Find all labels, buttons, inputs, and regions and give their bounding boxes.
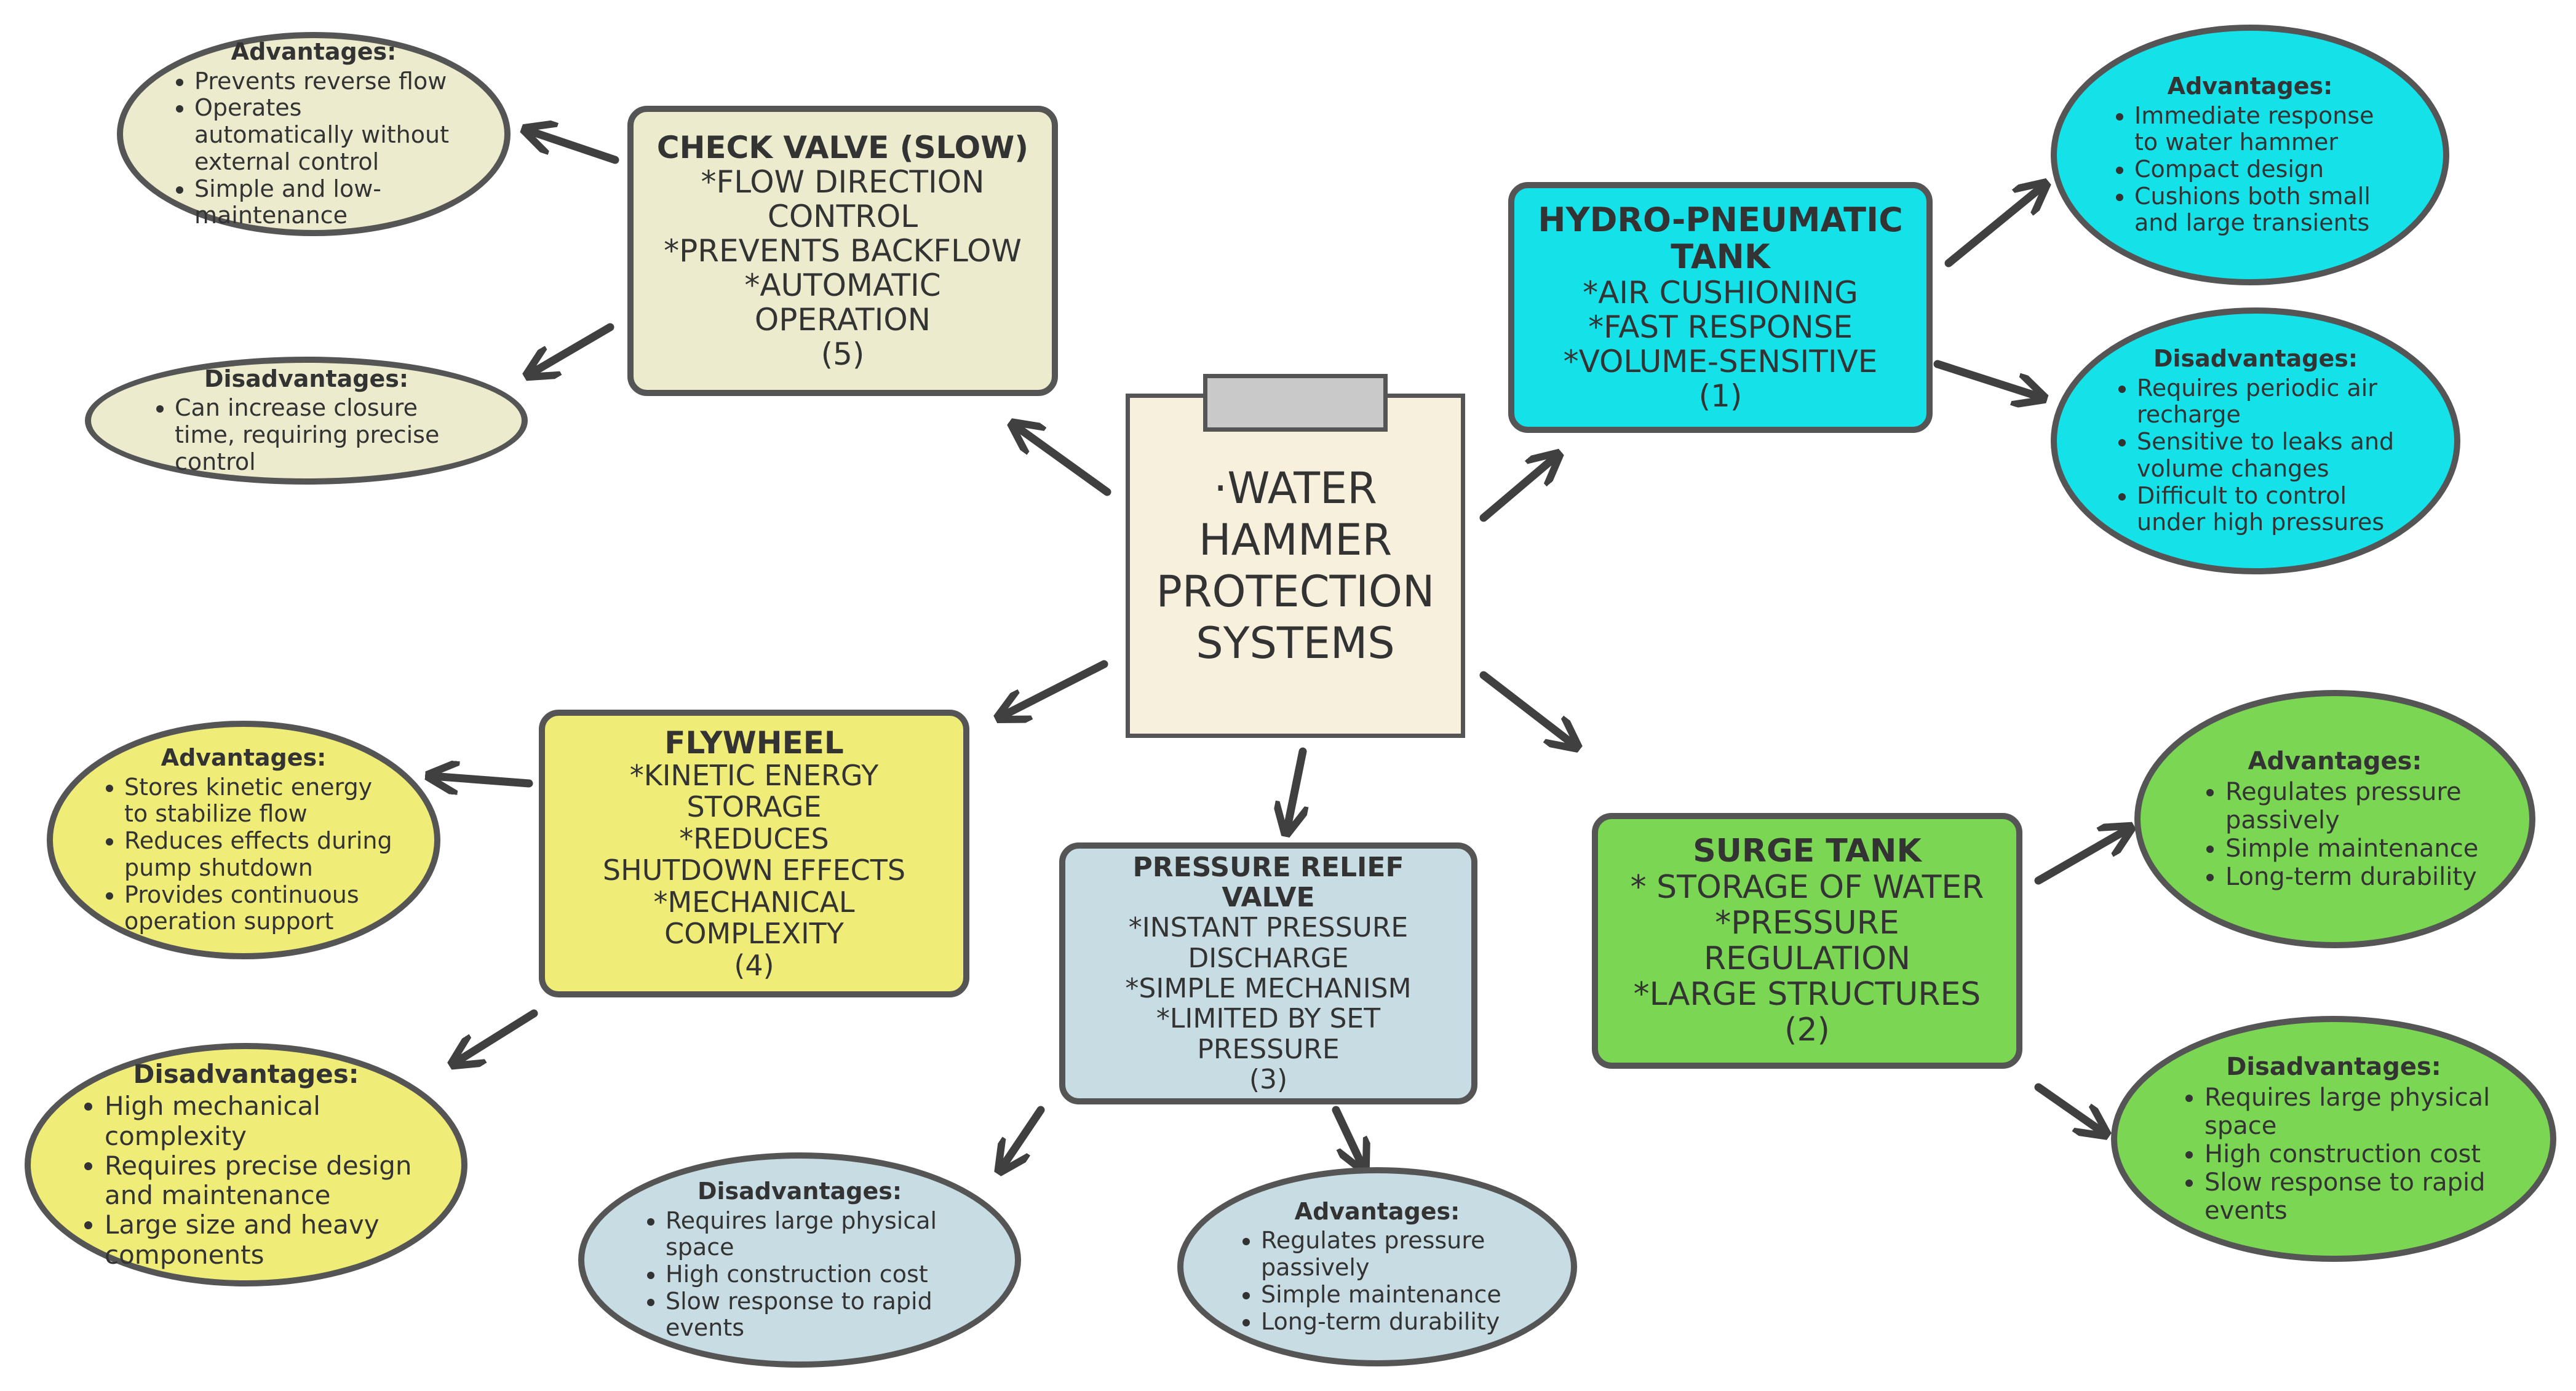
check-valve-box: CHECK VALVE (SLOW) *FLOW DIRECTION CONTR… <box>627 106 1058 396</box>
list-item: Requires precise design and maintenance <box>105 1151 422 1211</box>
list-item: High construction cost <box>666 1261 968 1288</box>
list-item: Long-term durability <box>2225 863 2479 891</box>
list-item: Cushions both small and large transients <box>2134 183 2400 237</box>
check-valve-disadvantages-oval: Disadvantages: Can increase closure time… <box>85 357 528 485</box>
arrow-pressure-relief-to-disadvantages <box>1001 1106 1045 1168</box>
list-item: Regulates pressure passively <box>2225 778 2479 834</box>
surge-tank-title: SURGE TANK <box>1693 833 1922 870</box>
list-item: Prevents reverse flow <box>194 68 467 95</box>
pressure-relief-title: PRESSURE RELIEF <box>1132 851 1404 883</box>
list-item: Requires large physical space <box>666 1207 968 1261</box>
flywheel-disadvantages-list: High mechanical complexity Requires prec… <box>70 1092 422 1270</box>
arrow-check-valve-to-disadvantages <box>530 323 614 374</box>
list-item: Slow response to rapid events <box>666 1288 968 1342</box>
hydro-pneumatic-disadvantages-oval: Disadvantages: Requires periodic air rec… <box>2051 307 2460 574</box>
hydro-pneumatic-tank-box: HYDRO-PNEUMATIC TANK *AIR CUSHIONING *FA… <box>1508 182 1933 433</box>
arrow-center-to-check-valve <box>1015 426 1111 496</box>
pressure-relief-valve-box: PRESSURE RELIEF VALVE *INSTANT PRESSURE … <box>1059 842 1477 1104</box>
list-item: Operates automatically without external … <box>194 95 467 175</box>
list-item: Requires periodic air recharge <box>2137 374 2409 429</box>
surge-tank-advantages-oval: Advantages: Regulates pressure passively… <box>2134 690 2535 948</box>
list-item: Can increase closure time, requiring pre… <box>175 394 472 475</box>
list-item: High mechanical complexity <box>105 1092 422 1151</box>
hydro-pneumatic-disadvantages-list: Requires periodic air recharge Sensitive… <box>2102 374 2409 536</box>
arrow-center-to-flywheel <box>1001 660 1108 716</box>
flywheel-box: FLYWHEEL *KINETIC ENERGY STORAGE *REDUCE… <box>539 710 969 997</box>
arrow-check-valve-to-advantages <box>528 130 619 164</box>
arrow-center-to-pressure-relief <box>1287 747 1303 830</box>
pressure-relief-advantages-oval: Advantages: Regulates pressure passively… <box>1177 1167 1577 1366</box>
list-item: Simple maintenance <box>2225 834 2479 863</box>
list-item: Provides continuous operation support <box>124 881 397 935</box>
list-item: Long-term durability <box>1261 1308 1528 1336</box>
pressure-relief-disadvantages-list: Requires large physical space High const… <box>631 1207 968 1342</box>
list-item: High construction cost <box>2204 1140 2497 1168</box>
flywheel-title: FLYWHEEL <box>664 724 844 761</box>
flywheel-disadvantages-oval: Disadvantages: High mechanical complexit… <box>25 1043 467 1286</box>
surge-tank-disadvantages-oval: Disadvantages: Requires large physical s… <box>2111 1016 2556 1262</box>
center-topic-title: ·WATER HAMMER PROTECTION SYSTEMS <box>1156 463 1435 668</box>
list-item: Simple and low-maintenance <box>194 175 467 229</box>
check-valve-disadvantages-list: Can increase closure time, requiring pre… <box>140 394 472 475</box>
arrow-surge-tank-to-disadvantages <box>2034 1083 2104 1133</box>
list-item: Requires large physical space <box>2204 1084 2497 1140</box>
pressure-relief-disadvantages-oval: Disadvantages: Requires large physical s… <box>578 1152 1021 1368</box>
list-item: Simple maintenance <box>1261 1281 1528 1309</box>
surge-tank-box: SURGE TANK * STORAGE OF WATER *PRESSURE … <box>1592 813 2022 1069</box>
surge-tank-advantages-list: Regulates pressure passively Simple main… <box>2191 778 2479 891</box>
arrow-hydro-pneumatic-to-advantages <box>1944 186 2043 268</box>
check-valve-advantages-list: Prevents reverse flow Operates automatic… <box>160 68 467 229</box>
arrow-flywheel-to-disadvantages <box>455 1009 538 1063</box>
center-topic-box: ·WATER HAMMER PROTECTION SYSTEMS <box>1126 394 1465 738</box>
arrow-surge-tank-to-advantages <box>2034 829 2128 885</box>
pressure-relief-advantages-list: Regulates pressure passively Simple main… <box>1226 1227 1528 1335</box>
list-item: Difficult to control under high pressure… <box>2137 482 2409 536</box>
arrow-center-to-surge-tank <box>1479 671 1575 745</box>
list-item: Stores kinetic energy to stabilize flow <box>124 774 397 828</box>
clipboard-icon <box>1203 374 1388 432</box>
check-valve-title: CHECK VALVE (SLOW) <box>656 130 1029 165</box>
arrow-hydro-pneumatic-to-disadvantages <box>1933 360 2041 397</box>
list-item: Reduces effects during pump shutdown <box>124 827 397 881</box>
surge-tank-disadvantages-list: Requires large physical space High const… <box>2170 1084 2497 1225</box>
flywheel-advantages-list: Stores kinetic energy to stabilize flow … <box>90 774 397 935</box>
list-item: Sensitive to leaks and volume changes <box>2137 428 2409 482</box>
hydro-pneumatic-advantages-oval: Advantages: Immediate response to water … <box>2051 25 2449 285</box>
arrow-flywheel-to-advantages <box>432 776 533 783</box>
check-valve-advantages-oval: Advantages: Prevents reverse flow Operat… <box>117 32 511 236</box>
arrow-pressure-relief-to-advantages <box>1332 1106 1363 1167</box>
list-item: Slow response to rapid events <box>2204 1168 2497 1225</box>
list-item: Large size and heavy components <box>105 1210 422 1270</box>
hydro-pneumatic-title: HYDRO-PNEUMATIC <box>1538 200 1903 239</box>
list-item: Regulates pressure passively <box>1261 1227 1528 1282</box>
list-item: Immediate response to water hammer <box>2134 102 2400 156</box>
arrow-center-to-hydro-pneumatic <box>1479 456 1556 522</box>
hydro-pneumatic-advantages-list: Immediate response to water hammer Compa… <box>2100 102 2400 237</box>
list-item: Compact design <box>2134 156 2400 183</box>
flywheel-advantages-oval: Advantages: Stores kinetic energy to sta… <box>47 721 440 959</box>
